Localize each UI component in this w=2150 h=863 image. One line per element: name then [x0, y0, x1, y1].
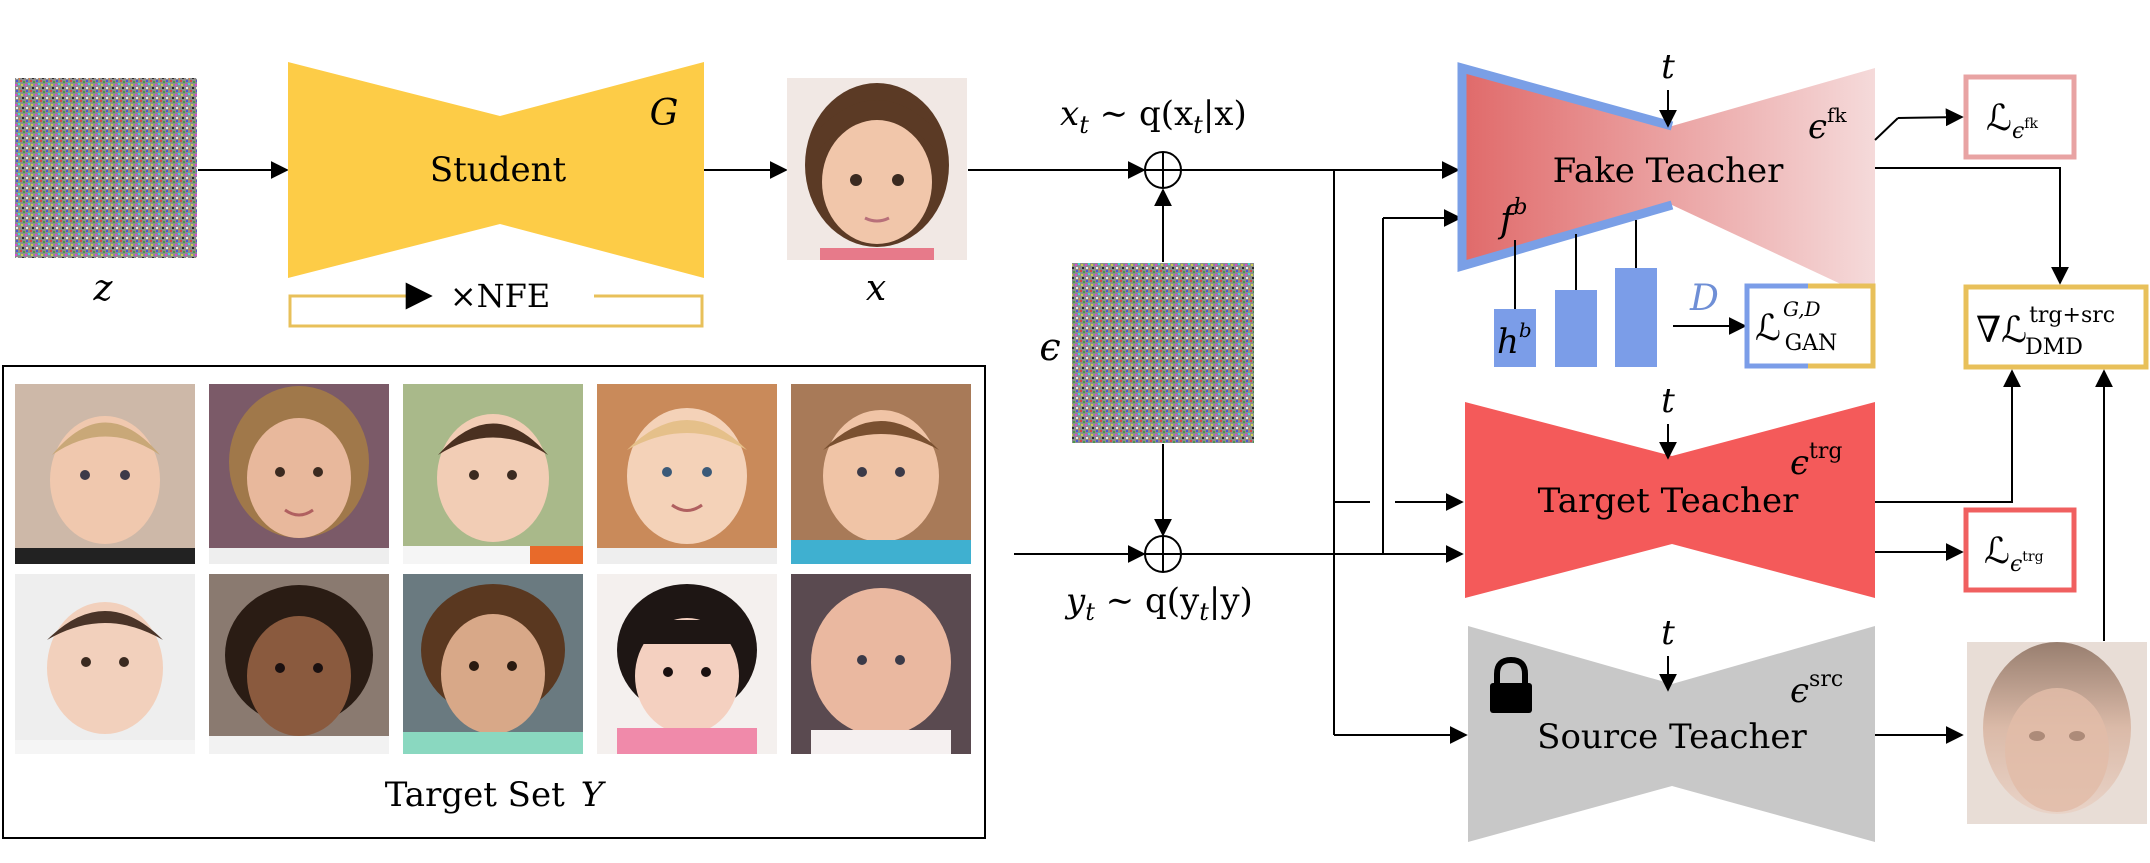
- eps-fk-label: ϵfk: [1808, 103, 1847, 147]
- loss-trg-box: [1963, 507, 2077, 593]
- student-network: [288, 62, 704, 278]
- discriminator-label: D: [1689, 278, 1719, 319]
- eps-src-label: ϵsrc: [1790, 667, 1843, 711]
- target-face-1: [15, 384, 195, 564]
- source-teacher-network: [1468, 626, 1875, 842]
- sum-node-bottom: [1144, 535, 1182, 573]
- student-output-face-image: [787, 78, 967, 260]
- target-face-5: [791, 384, 971, 564]
- arrow-fake-to-loss-fk: [1874, 117, 1899, 141]
- target-set-faces: [15, 384, 971, 754]
- noise-epsilon-image: [1072, 263, 1254, 443]
- target-face-2: [209, 384, 389, 564]
- loss-trg-label: ℒϵtrg: [1984, 531, 2044, 577]
- feature-bar-2: [1555, 290, 1597, 367]
- student-label: Student: [430, 150, 567, 190]
- target-face-6: [15, 574, 195, 754]
- feature-bar-3: [1615, 268, 1657, 367]
- eps-trg-label: ϵtrg: [1790, 439, 1843, 483]
- arrow-loss-fk-head: [1897, 108, 1964, 127]
- fake-teacher-network: [1457, 62, 1875, 300]
- target-teacher-network: [1465, 402, 1875, 598]
- epsilon-label: ϵ: [1039, 325, 1060, 369]
- routing-lines: [1181, 161, 1468, 744]
- loss-fk-box: [1963, 74, 2077, 160]
- source-teacher-t-label: t: [1661, 613, 1675, 653]
- target-face-8: [403, 574, 583, 754]
- target-face-3: [403, 384, 583, 564]
- loss-fk-label: ℒϵfk: [1986, 98, 2038, 144]
- target-teacher-t-label: t: [1661, 381, 1675, 421]
- arrow-target-to-dmd: [1875, 369, 2021, 503]
- hb-label: hb: [1497, 318, 1532, 362]
- yt-expression: yt ∼ q(yt|y): [1064, 581, 1253, 626]
- source-teacher-label: Source Teacher: [1537, 717, 1807, 757]
- z-label: z: [93, 268, 114, 309]
- arrow-fake-to-dmd: [1875, 167, 2069, 285]
- x-label: x: [866, 268, 886, 309]
- target-face-7: [209, 574, 389, 754]
- source-output-blurred-face-image: [1967, 642, 2147, 824]
- fake-teacher-label: Fake Teacher: [1553, 151, 1785, 191]
- lock-icon: [1490, 656, 1532, 713]
- target-face-9: [597, 574, 777, 754]
- target-teacher-label: Target Teacher: [1538, 481, 1799, 521]
- feature-bar-hb: [1494, 309, 1536, 367]
- nfe-label: ×NFE: [450, 277, 550, 315]
- dmd-loss-box: [1963, 284, 2149, 370]
- gan-loss-box: [1744, 283, 1876, 369]
- target-face-10: [791, 574, 971, 754]
- sum-node-top: [1144, 151, 1182, 189]
- fake-teacher-t-label: t: [1661, 47, 1675, 87]
- xt-expression: xt ∼ q(xt|x): [1060, 94, 1247, 139]
- nfe-loop: [288, 282, 704, 328]
- target-face-4: [597, 384, 777, 564]
- feature-taps: [1514, 220, 1637, 309]
- noise-z-image: [15, 78, 197, 258]
- generator-label: G: [650, 93, 679, 134]
